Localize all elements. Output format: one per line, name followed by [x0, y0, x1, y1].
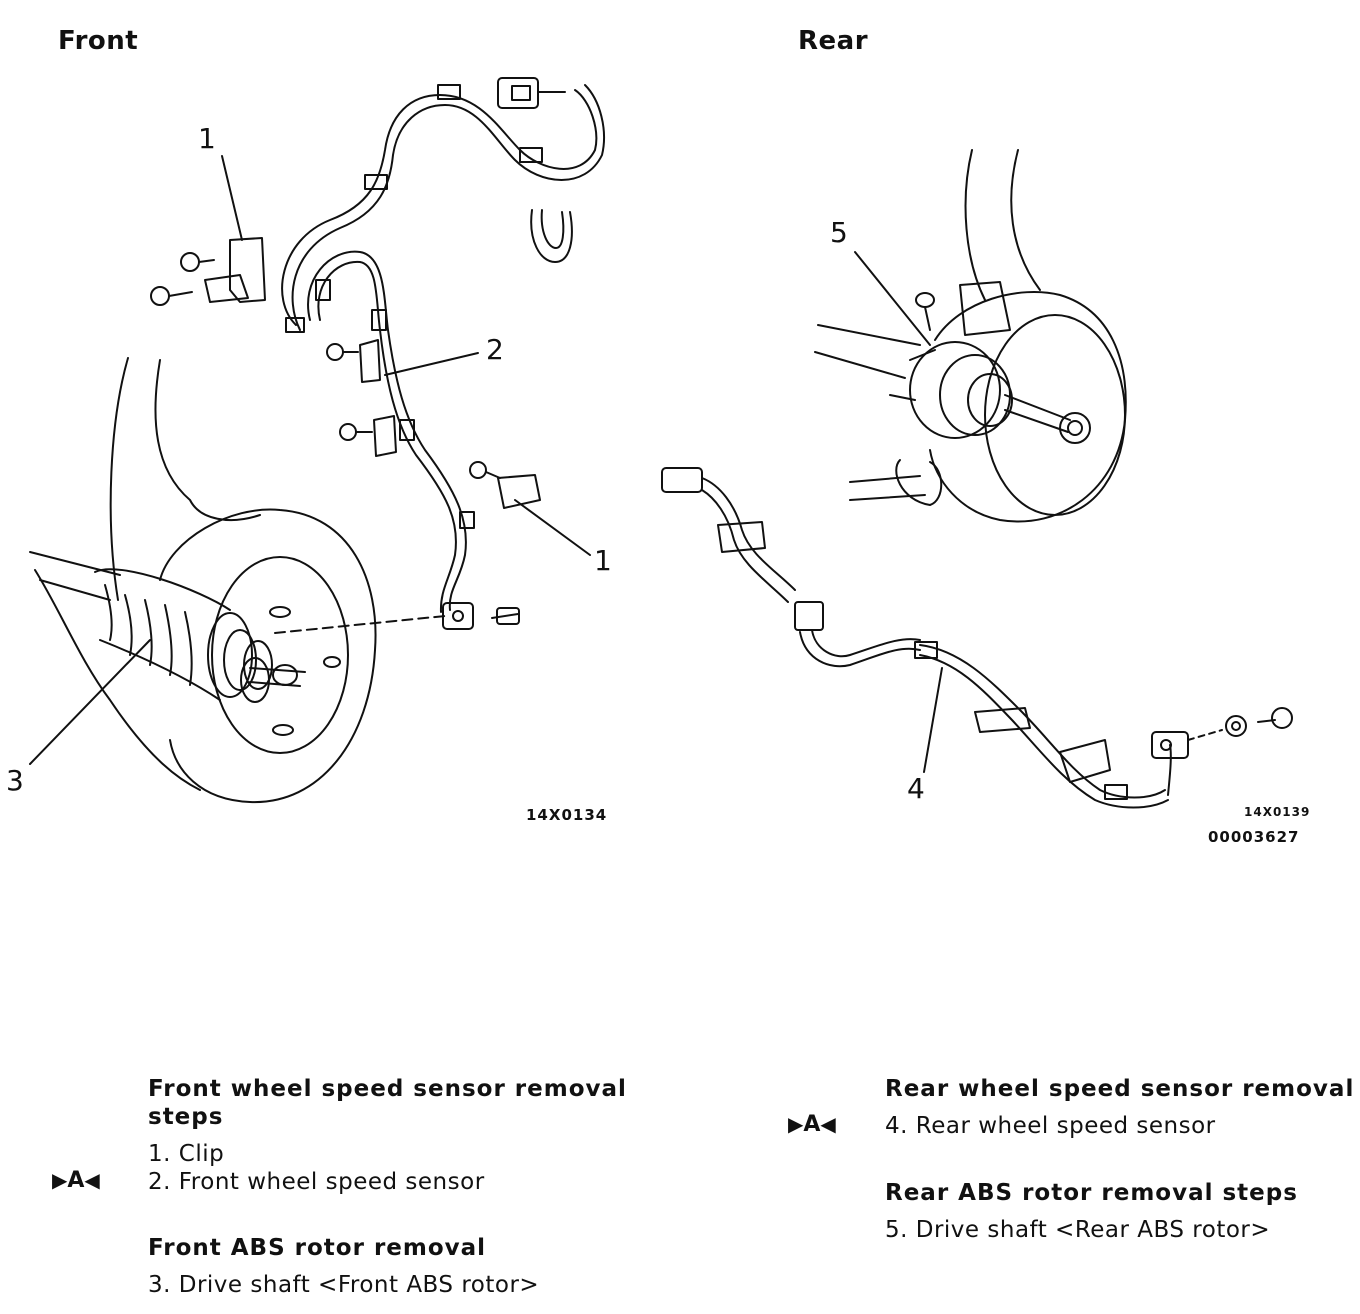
rear-body-outline [814, 149, 1041, 501]
front-sensor-title-line1: Front wheel speed sensor removal [148, 1076, 627, 1102]
front-rotor-section-title: Front ABS rotor removal [148, 1235, 487, 1261]
rear-drive-shaft [889, 292, 1091, 444]
service-marker-front: ▶A◀ [52, 1168, 100, 1193]
front-leader-3 [29, 639, 151, 765]
front-leader-1-bottom [514, 499, 591, 556]
rear-sensor-harness [661, 467, 1293, 809]
front-step-2: 2. Front wheel speed sensor [148, 1169, 485, 1195]
front-brake-disc [159, 508, 377, 804]
document-code: 00003627 [1208, 828, 1300, 846]
front-step-3: 3. Drive shaft <Front ABS rotor> [148, 1272, 540, 1298]
front-header: Front [58, 26, 139, 56]
front-drive-shaft [29, 551, 306, 701]
rear-step-5: 5. Drive shaft <Rear ABS rotor> [885, 1217, 1271, 1243]
marker-right-arrow-icon: ▶ [788, 1112, 804, 1136]
front-sensor-section-title: Front wheel speed sensor removal steps [148, 1075, 627, 1131]
rear-brake-disc [895, 281, 1127, 523]
rear-header: Rear [798, 26, 869, 56]
rear-rotor-section-title: Rear ABS rotor removal steps [885, 1180, 1298, 1206]
rear-step-4: 4. Rear wheel speed sensor [885, 1113, 1216, 1139]
marker-left-arrow-icon: ◀ [84, 1168, 100, 1192]
callout-front-driveshaft: 3 [6, 764, 24, 797]
marker-right-arrow-icon: ▶ [52, 1168, 68, 1192]
callout-front-clip-bottom: 1 [594, 544, 612, 577]
abs-sensor-diagram: 1 2 1 3 5 4 14X0134 14X0139 00003627 [6, 77, 1310, 846]
front-leader-1-top [221, 155, 243, 241]
front-sensor-harness [281, 77, 606, 630]
callout-rear-sensor: 4 [907, 772, 925, 805]
marker-left-arrow-icon: ◀ [820, 1112, 836, 1136]
callout-front-clip-top: 1 [198, 122, 216, 155]
front-figure-code: 14X0134 [526, 806, 607, 824]
callout-rear-driveshaft: 5 [830, 216, 848, 249]
service-marker-rear: ▶A◀ [788, 1112, 836, 1137]
marker-letter: A [803, 1112, 821, 1137]
front-alignment-line [274, 615, 446, 634]
marker-letter: A [67, 1168, 85, 1193]
rear-leader-5 [854, 251, 931, 346]
front-leader-2 [384, 352, 479, 376]
rear-leader-4 [923, 667, 943, 773]
front-step-1: 1. Clip [148, 1141, 225, 1167]
front-sensor-title-line2: steps [148, 1104, 224, 1130]
callout-front-sensor: 2 [486, 333, 504, 366]
front-clip-top [150, 237, 266, 306]
front-brackets [326, 339, 541, 509]
rear-figure-code: 14X0139 [1244, 805, 1310, 819]
rear-sensor-section-title: Rear wheel speed sensor removal [885, 1076, 1355, 1102]
